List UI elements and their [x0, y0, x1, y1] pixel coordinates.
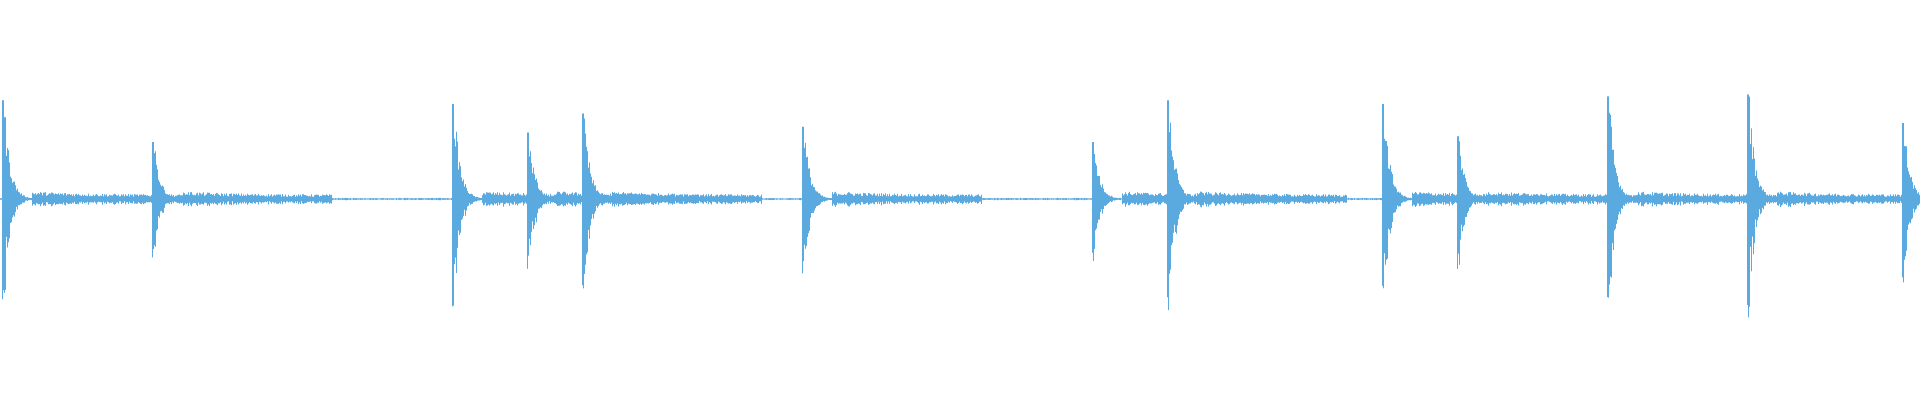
waveform-trace [0, 94, 1920, 318]
